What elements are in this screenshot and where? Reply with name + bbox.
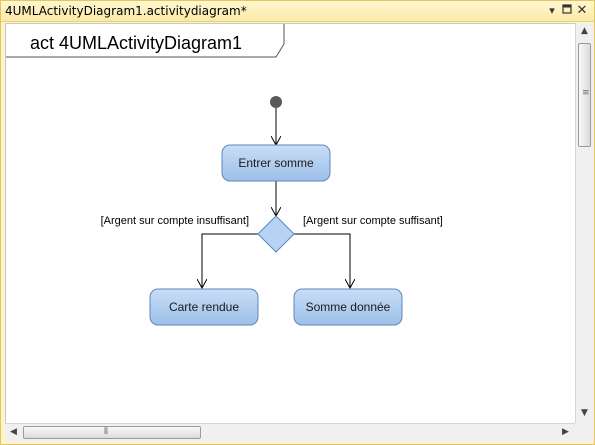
vertical-scrollbar[interactable]: ▲ ≡ ▼	[575, 23, 594, 423]
frame-tab-outline	[6, 24, 285, 58]
scrollbar-corner	[575, 423, 594, 442]
action-label: Carte rendue	[169, 300, 239, 314]
horizontal-scrollbar[interactable]: ◀ ⦀ ▶	[5, 423, 575, 442]
action-node-card-returned[interactable]: Carte rendue	[149, 288, 259, 326]
scroll-down-icon[interactable]: ▼	[581, 408, 588, 418]
close-icon[interactable]: ✕	[576, 3, 588, 18]
horizontal-scroll-thumb[interactable]: ⦀	[23, 426, 201, 439]
action-node-amount-given[interactable]: Somme donnée	[293, 288, 403, 326]
frame-label: act 4UMLActivityDiagram1	[30, 33, 242, 53]
guard-sufficient: [Argent sur compte suffisant]	[303, 215, 443, 227]
restore-icon[interactable]	[560, 4, 574, 18]
action-node-enter-amount[interactable]: Entrer somme	[221, 144, 331, 182]
edge-decision-to-card[interactable]	[202, 233, 258, 288]
vertical-scroll-thumb[interactable]: ≡	[578, 43, 591, 147]
grip-icon: ≡	[582, 88, 590, 98]
chevron-down-icon[interactable]: ▾	[549, 4, 555, 17]
action-label: Entrer somme	[238, 156, 314, 170]
window-title: 4UMLActivityDiagram1.activitydiagram*	[5, 4, 247, 18]
action-label: Somme donnée	[306, 300, 391, 314]
edge-decision-to-amount[interactable]	[294, 233, 350, 288]
scroll-right-icon[interactable]: ▶	[562, 427, 569, 437]
scroll-up-icon[interactable]: ▲	[581, 26, 588, 36]
activity-diagram: act 4UMLActivityDiagram1 Entrer somme [A…	[6, 24, 443, 326]
diagram-canvas[interactable]: act 4UMLActivityDiagram1 Entrer somme [A…	[5, 23, 576, 424]
initial-node[interactable]	[270, 96, 282, 108]
decision-node[interactable]	[257, 215, 295, 253]
title-bar[interactable]: 4UMLActivityDiagram1.activitydiagram* ▾ …	[1, 1, 594, 22]
grip-icon: ⦀	[104, 427, 108, 437]
guard-insufficient: [Argent sur compte insuffisant]	[101, 215, 249, 227]
scroll-left-icon[interactable]: ◀	[10, 427, 17, 437]
